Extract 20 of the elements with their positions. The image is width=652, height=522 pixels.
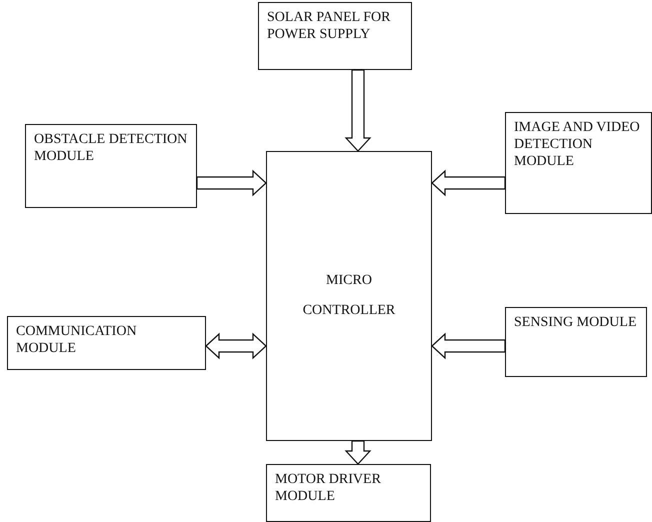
- controller-box: [266, 151, 432, 441]
- node-label: MICRO CONTROLLER: [302, 272, 396, 320]
- block-arrow: [196, 170, 267, 196]
- node-label: OBSTACLE DETECTION MODULE: [34, 131, 188, 165]
- module-box: [25, 124, 197, 208]
- module-box: [258, 2, 412, 70]
- module-box: [505, 307, 647, 377]
- module-box: [266, 464, 431, 522]
- block-arrow: [344, 440, 372, 465]
- node-label: SOLAR PANEL FOR POWER SUPPLY: [267, 9, 392, 43]
- node-label: IMAGE AND VIDEO DETECTION MODULE: [514, 119, 641, 170]
- module-box: [505, 112, 652, 214]
- block-arrow: [344, 69, 372, 152]
- node-label: MOTOR DRIVER MODULE: [275, 471, 382, 505]
- block-arrow: [431, 170, 506, 196]
- node-label: SENSING MODULE: [514, 314, 636, 331]
- block-arrow: [205, 332, 267, 360]
- node-label: COMMUNICATION MODULE: [16, 323, 138, 357]
- block-arrow: [431, 332, 506, 360]
- module-box: [7, 316, 206, 370]
